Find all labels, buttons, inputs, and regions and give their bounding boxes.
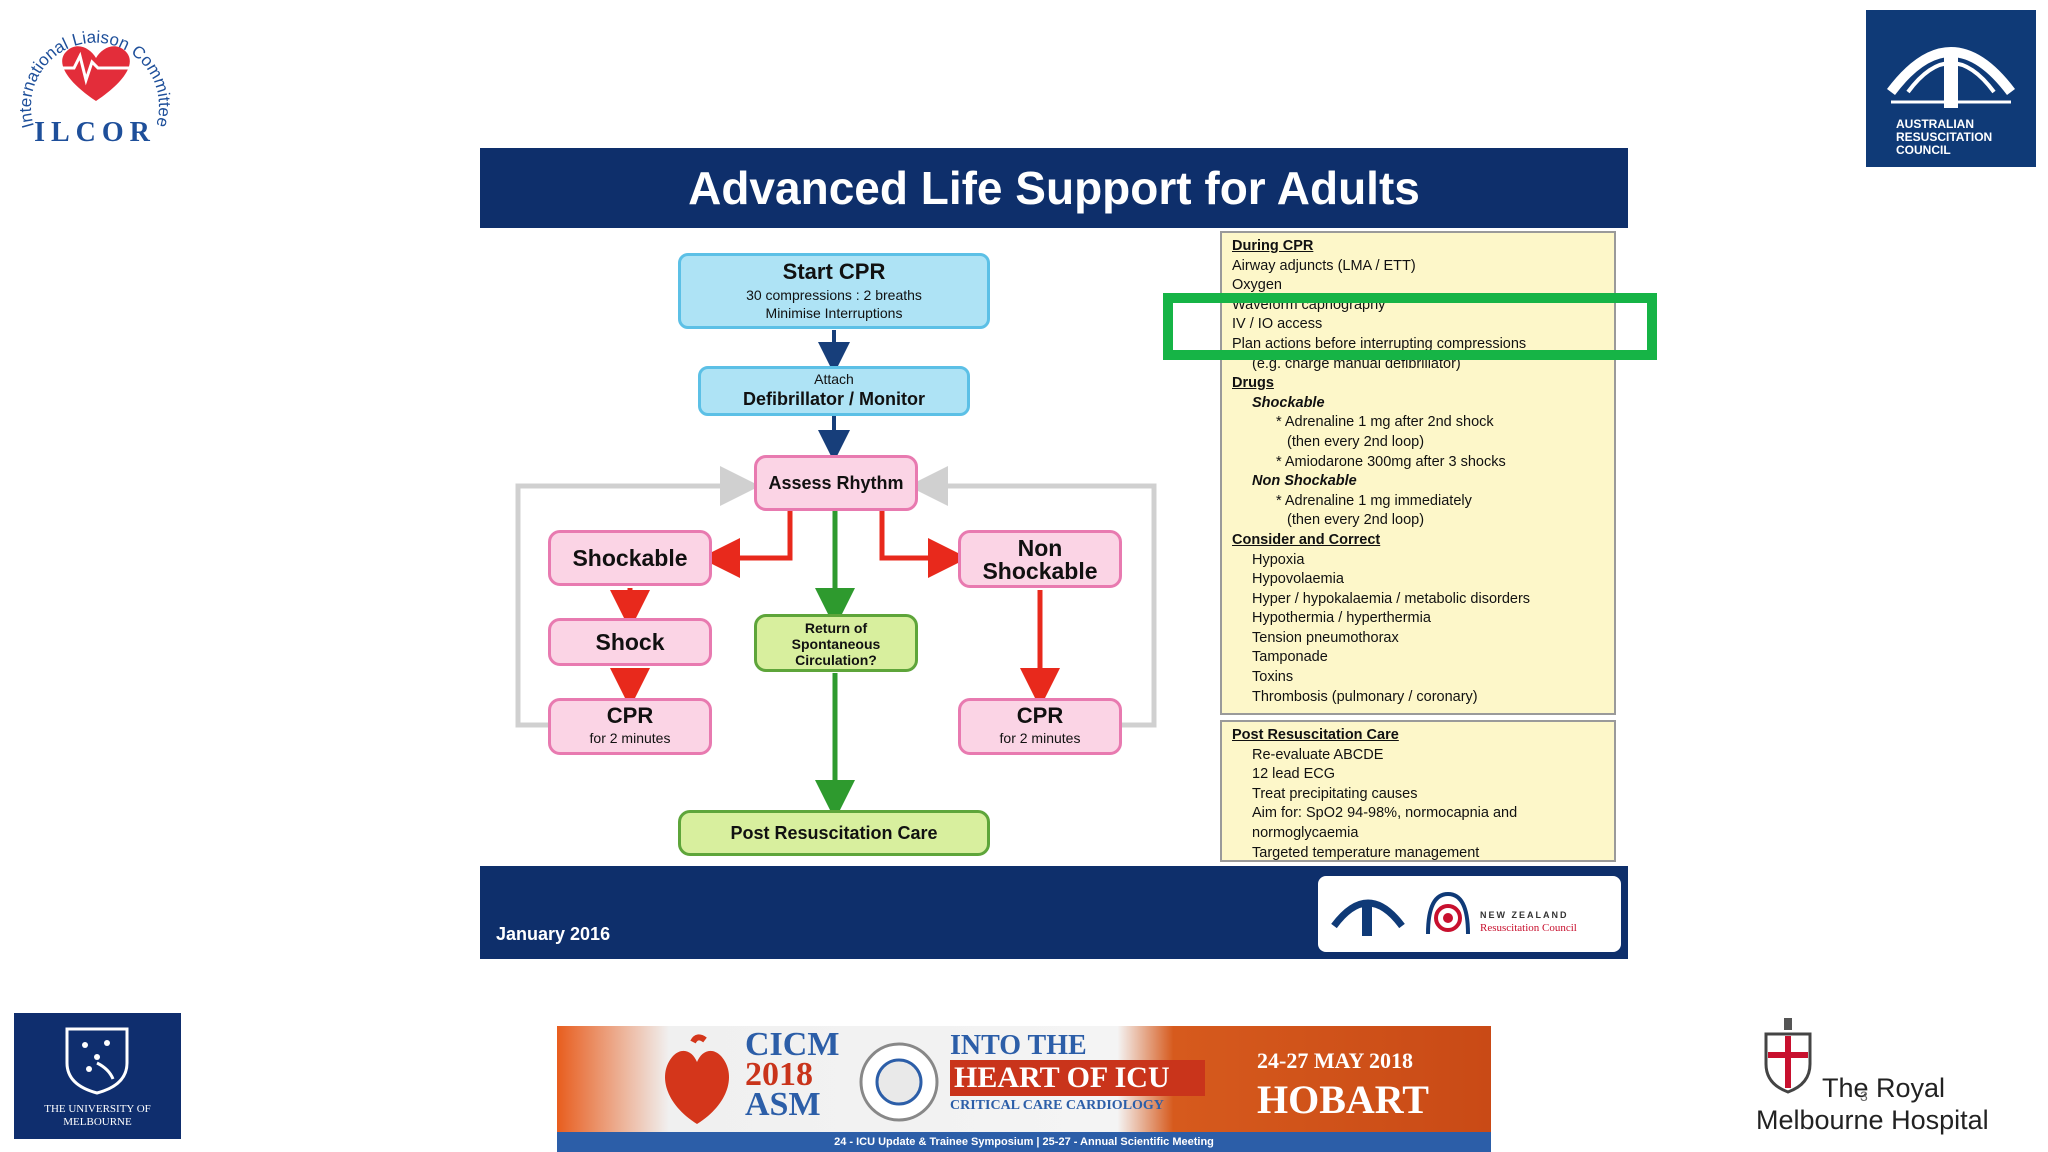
cpr-left-box: CPR for 2 minutes: [548, 698, 712, 755]
during-line: Oxygen: [1232, 277, 1282, 294]
banner-into: INTO THE: [950, 1030, 1087, 1061]
attach-defib-box: Attach Defibrillator / Monitor: [698, 366, 970, 416]
uom-crest-icon: [65, 1027, 129, 1095]
consider-line: Thrombosis (pulmonary / coronary): [1252, 688, 1478, 705]
attach-title: Defibrillator / Monitor: [743, 389, 925, 409]
post-resus-line: Treat precipitating causes: [1252, 785, 1418, 802]
nzrc-subname: Resuscitation Council: [1480, 922, 1577, 934]
post-resus-heading: Post Resuscitation Care: [1232, 727, 1399, 743]
start-cpr-line2: Minimise Interruptions: [765, 305, 903, 321]
highlight-box: [1163, 293, 1657, 360]
start-cpr-line1: 30 compressions : 2 breaths: [746, 287, 922, 303]
post-resus-panel: Post Resuscitation Care Re-evaluate ABCD…: [1220, 720, 1616, 862]
cicm-crest-icon: [859, 1042, 939, 1122]
rmh-line1: The Royal: [1822, 1073, 1946, 1103]
rosc-box: Return of Spontaneous Circulation?: [754, 614, 918, 672]
consider-line: Toxins: [1252, 669, 1294, 686]
cpr-right-title: CPR: [1016, 703, 1064, 728]
cpr-right-box: CPR for 2 minutes: [958, 698, 1122, 755]
consider-line: Hyper / hypokalaemia / metabolic disorde…: [1252, 590, 1531, 607]
drug-line: (then every 2nd loop): [1287, 512, 1425, 529]
post-resus-line: normoglycaemia: [1252, 824, 1359, 841]
consider-line: Hypovolaemia: [1252, 571, 1344, 588]
during-line: Airway adjuncts (LMA / ETT): [1232, 257, 1416, 274]
banner-cicm: CICM 2018 ASM: [745, 1026, 840, 1123]
arc-logo: AUSTRALIAN RESUSCITATION COUNCIL: [1866, 10, 2036, 167]
shock-label: Shock: [595, 629, 665, 655]
drugs-shockable-label: Shockable: [1252, 394, 1325, 411]
footer-logos: NEW ZEALAND Resuscitation Council: [1318, 876, 1621, 952]
banner-dates: 24-27 MAY 2018: [1257, 1048, 1414, 1073]
banner-bar: 24 - ICU Update & Trainee Symposium | 25…: [557, 1132, 1491, 1152]
alS-slide: Advanced Life Support for Adults Start C…: [480, 148, 1628, 959]
consider-heading: Consider and Correct: [1232, 531, 1381, 548]
post-resus-box: Post Resuscitation Care: [678, 810, 990, 856]
start-cpr-box: Start CPR 30 compressions : 2 breaths Mi…: [678, 253, 990, 329]
drugs-nonshockable-label: Non Shockable: [1252, 473, 1357, 490]
ilcor-logo: International Liaison Committee on Resus…: [0, 0, 184, 184]
arc-logo-text: AUSTRALIAN RESUSCITATION COUNCIL: [1896, 117, 1993, 157]
nzrc-logo-icon: [1426, 891, 1470, 935]
during-line: IV / IO access: [1232, 316, 1323, 333]
drug-line: (then every 2nd loop): [1287, 433, 1425, 450]
shockable-label: Shockable: [572, 545, 688, 571]
slide-footer: January 2016 NEW ZEALAND Resuscitation C…: [480, 866, 1628, 959]
during-cpr-panel: During CPR Airway adjuncts (LMA / ETT) O…: [1220, 231, 1616, 715]
arc-small-logo: [1331, 899, 1405, 936]
post-resus-line: Targeted temperature management: [1252, 844, 1480, 861]
consider-line: Tamponade: [1252, 649, 1328, 666]
rmh-crest-icon: [1764, 1018, 1812, 1094]
consider-line: Tension pneumothorax: [1252, 629, 1399, 646]
ilcor-text: ILCOR: [34, 117, 156, 148]
footer-date: January 2016: [496, 924, 611, 944]
flow-connectors: [515, 330, 1157, 820]
post-resus-line: 12 lead ECG: [1252, 766, 1336, 783]
banner-sub: CRITICAL CARE CARDIOLOGY: [950, 1098, 1164, 1113]
during-line: Plan actions before interrupting compres…: [1232, 335, 1527, 352]
rmh-line2: Melbourne Hospital: [1756, 1105, 1989, 1135]
shockable-box: Shockable: [548, 530, 712, 586]
post-resus-line: Re-evaluate ABCDE: [1252, 746, 1384, 763]
cpr-right-sub: for 2 minutes: [999, 730, 1081, 746]
heart-icon: [665, 1034, 729, 1124]
banner-heart: HEART OF ICU: [950, 1060, 1205, 1096]
drug-line: * Amiodarone 300mg after 3 shocks: [1276, 453, 1506, 470]
banner-city: HOBART: [1257, 1077, 1429, 1122]
uom-text: THE UNIVERSITY OF MELBOURNE: [44, 1103, 151, 1128]
non-shockable-box: Non Shockable: [958, 530, 1122, 588]
assess-rhythm-label: Assess Rhythm: [768, 473, 904, 493]
post-resus-label: Post Resuscitation Care: [730, 823, 938, 843]
cicm-2018-banner: CICM 2018 ASM INTO THE HEART OF ICU CRIT…: [557, 1026, 1491, 1152]
royal-melbourne-hospital-logo: The Royal Melbourne Hospital 3: [1748, 1018, 2018, 1138]
consider-line: Hypoxia: [1252, 551, 1305, 568]
post-resus-line: Aim for: SpO2 94-98%, normocapnia and: [1252, 805, 1518, 822]
during-cpr-heading: During CPR: [1232, 238, 1314, 254]
page-number: 3: [1860, 1088, 1868, 1104]
start-cpr-title: Start CPR: [782, 259, 886, 284]
drugs-heading: Drugs: [1232, 375, 1274, 392]
assess-rhythm-box: Assess Rhythm: [754, 455, 918, 511]
non-shockable-label: Non Shockable: [982, 535, 1098, 584]
drug-line: * Adrenaline 1 mg immediately: [1276, 492, 1472, 509]
cpr-left-title: CPR: [606, 703, 654, 728]
shock-box: Shock: [548, 618, 712, 666]
cpr-left-sub: for 2 minutes: [589, 730, 671, 746]
nzrc-name: NEW ZEALAND: [1480, 910, 1569, 920]
attach-line1: Attach: [814, 371, 854, 387]
consider-line: Hypothermia / hyperthermia: [1252, 610, 1431, 627]
drug-line: * Adrenaline 1 mg after 2nd shock: [1276, 414, 1494, 431]
university-of-melbourne-logo: THE UNIVERSITY OF MELBOURNE: [14, 1013, 181, 1139]
slide-title: Advanced Life Support for Adults: [480, 148, 1628, 228]
rosc-label: Return of Spontaneous Circulation?: [791, 620, 881, 668]
